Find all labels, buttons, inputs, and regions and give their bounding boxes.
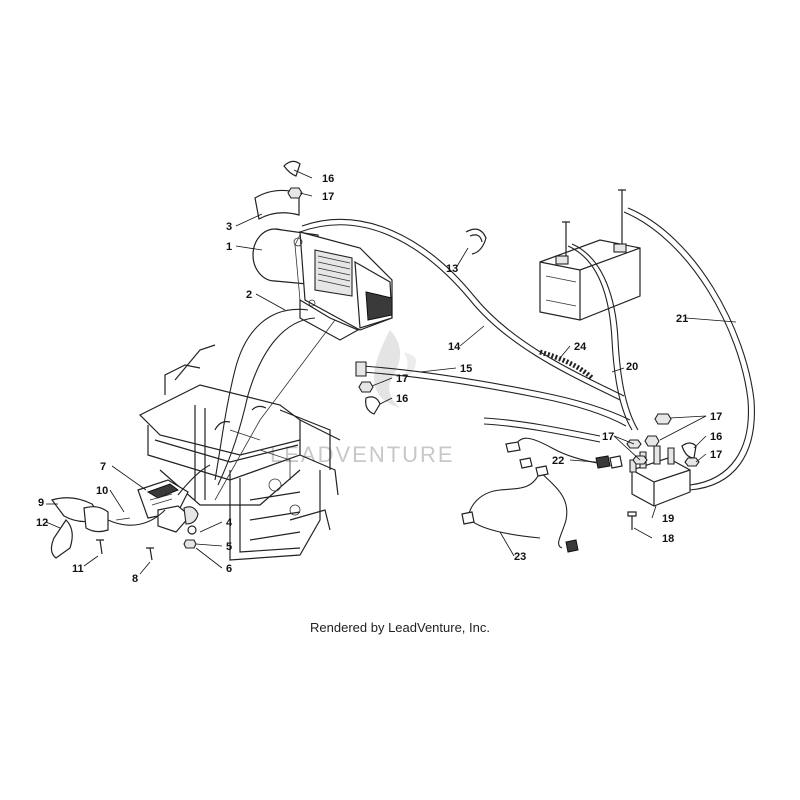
power-cable-15 — [355, 361, 631, 427]
callout-15: 15 — [460, 363, 472, 375]
callout-10: 10 — [96, 485, 108, 497]
power-cable-14 — [299, 218, 625, 401]
harness-23 — [461, 465, 579, 553]
callout-7: 7 — [100, 461, 106, 473]
wire-loom-24 — [539, 349, 594, 380]
terminal-hardware-right — [626, 413, 700, 467]
callout-24: 24 — [574, 341, 587, 353]
callout-16: 16 — [396, 393, 408, 405]
callout-23: 23 — [514, 551, 526, 563]
watermark: LEADVENTURE — [270, 330, 455, 467]
callout-17: 17 — [396, 373, 408, 385]
callout-9: 9 — [38, 497, 44, 509]
callout-19: 19 — [662, 513, 674, 525]
callout-22: 22 — [552, 455, 564, 467]
callout-17: 17 — [602, 431, 614, 443]
callout-5: 5 — [226, 541, 232, 553]
bolt-18 — [627, 511, 637, 530]
terminal-boot-left — [358, 381, 381, 415]
battery-cable-20 — [567, 243, 639, 431]
callout-13: 13 — [446, 263, 458, 275]
handlebar-switch-assembly — [50, 464, 211, 561]
callout-18: 18 — [662, 533, 674, 545]
battery-cable-21 — [623, 207, 755, 491]
callout-17: 17 — [710, 449, 722, 461]
callout-20: 20 — [626, 361, 638, 373]
render-credit: Rendered by LeadVenture, Inc. — [310, 620, 490, 635]
callout-16: 16 — [710, 431, 722, 443]
callout-11: 11 — [72, 563, 84, 575]
solenoid-19 — [629, 445, 691, 507]
battery — [539, 189, 641, 321]
terminal-boot-top — [283, 160, 303, 199]
callout-1: 1 — [226, 241, 232, 253]
watermark-text: LEADVENTURE — [270, 442, 455, 467]
winch-assembly — [252, 189, 393, 341]
callout-8: 8 — [132, 573, 138, 585]
callout-16: 16 — [322, 173, 334, 185]
leader-lines — [45, 169, 737, 575]
control-cable-2 — [214, 308, 316, 486]
callout-17: 17 — [322, 191, 334, 203]
snap-ring-13 — [465, 228, 487, 255]
winch-mount-line — [214, 319, 336, 501]
callout-14: 14 — [448, 341, 461, 353]
callout-21: 21 — [676, 313, 688, 325]
callout-3: 3 — [226, 221, 232, 233]
callout-17: 17 — [710, 411, 722, 423]
harness-22 — [483, 417, 623, 469]
callout-2: 2 — [246, 289, 252, 301]
callout-4: 4 — [226, 517, 233, 529]
callout-labels: 1 2 3 4 5 6 7 8 9 10 11 12 13 14 15 16 1… — [36, 173, 722, 585]
atv-frame — [138, 344, 341, 561]
callout-12: 12 — [36, 517, 48, 529]
callout-6: 6 — [226, 563, 232, 575]
